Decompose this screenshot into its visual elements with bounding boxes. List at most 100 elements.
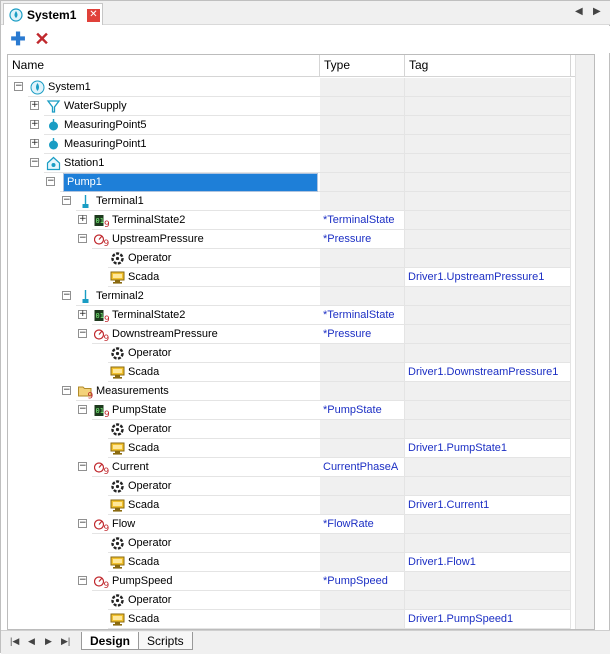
type-cell[interactable]: [320, 496, 405, 515]
expand-icon[interactable]: +: [78, 309, 87, 319]
tree-row[interactable]: +MeasuringPoint1: [8, 135, 571, 154]
type-cell[interactable]: [320, 420, 405, 439]
type-cell[interactable]: [320, 572, 405, 591]
tag-cell[interactable]: [405, 401, 571, 420]
collapse-icon[interactable]: −: [78, 575, 87, 585]
column-header-type[interactable]: Type: [320, 55, 405, 76]
type-cell[interactable]: [320, 268, 405, 287]
type-cell[interactable]: [320, 306, 405, 325]
name-cell[interactable]: [108, 610, 320, 629]
expand-icon[interactable]: +: [78, 214, 87, 224]
tag-cell[interactable]: [405, 78, 571, 97]
type-cell[interactable]: [320, 344, 405, 363]
expand-icon[interactable]: +: [30, 119, 39, 129]
tree-row[interactable]: Operator: [8, 249, 571, 268]
tree-row[interactable]: +019TerminalState2*TerminalState: [8, 211, 571, 230]
type-cell[interactable]: [320, 401, 405, 420]
collapse-icon[interactable]: −: [62, 385, 71, 395]
name-cell[interactable]: [92, 458, 320, 477]
name-cell[interactable]: [92, 515, 320, 534]
name-cell[interactable]: [44, 116, 320, 135]
tree-row[interactable]: −System1: [8, 78, 571, 97]
collapse-icon[interactable]: −: [78, 518, 87, 528]
expand-icon[interactable]: +: [30, 138, 39, 148]
name-cell[interactable]: [108, 496, 320, 515]
collapse-icon[interactable]: −: [14, 81, 23, 91]
tree-row[interactable]: +019TerminalState2*TerminalState: [8, 306, 571, 325]
name-cell[interactable]: [108, 268, 320, 287]
tag-cell[interactable]: [405, 97, 571, 116]
tag-cell[interactable]: [405, 192, 571, 211]
name-cell[interactable]: [44, 154, 320, 173]
name-cell[interactable]: [92, 325, 320, 344]
tree-row[interactable]: Operator: [8, 534, 571, 553]
name-cell[interactable]: [108, 363, 320, 382]
tag-cell[interactable]: [405, 610, 571, 629]
plus-icon[interactable]: ✚: [10, 29, 26, 49]
type-cell[interactable]: [320, 192, 405, 211]
type-cell[interactable]: [320, 534, 405, 553]
type-cell[interactable]: [320, 477, 405, 496]
type-cell[interactable]: [320, 211, 405, 230]
tree-row[interactable]: Operator: [8, 420, 571, 439]
tag-cell[interactable]: [405, 572, 571, 591]
tag-cell[interactable]: [405, 325, 571, 344]
type-cell[interactable]: [320, 135, 405, 154]
type-cell[interactable]: [320, 154, 405, 173]
selected-row-highlight[interactable]: Pump1: [63, 173, 318, 192]
type-cell[interactable]: [320, 553, 405, 572]
scroll-left-icon[interactable]: ◀: [575, 6, 583, 17]
type-cell[interactable]: [320, 97, 405, 116]
name-cell[interactable]: [108, 553, 320, 572]
tab-scripts[interactable]: Scripts: [138, 632, 193, 650]
tag-cell[interactable]: [405, 173, 571, 192]
type-cell[interactable]: [320, 249, 405, 268]
name-cell[interactable]: [92, 306, 320, 325]
name-cell[interactable]: [76, 287, 320, 306]
collapse-icon[interactable]: −: [62, 195, 71, 205]
collapse-icon[interactable]: −: [78, 328, 87, 338]
name-cell[interactable]: [92, 401, 320, 420]
column-header-name[interactable]: Name: [8, 55, 320, 76]
tag-cell[interactable]: [405, 268, 571, 287]
type-cell[interactable]: [320, 325, 405, 344]
name-cell[interactable]: [108, 420, 320, 439]
tag-cell[interactable]: [405, 154, 571, 173]
collapse-icon[interactable]: −: [62, 290, 71, 300]
name-cell[interactable]: [108, 591, 320, 610]
type-cell[interactable]: [320, 515, 405, 534]
tag-cell[interactable]: [405, 363, 571, 382]
tag-cell[interactable]: [405, 230, 571, 249]
type-cell[interactable]: [320, 382, 405, 401]
collapse-icon[interactable]: −: [78, 233, 87, 243]
expand-icon[interactable]: +: [30, 100, 39, 110]
tag-cell[interactable]: [405, 591, 571, 610]
type-cell[interactable]: [320, 458, 405, 477]
name-cell[interactable]: [44, 97, 320, 116]
tag-cell[interactable]: [405, 439, 571, 458]
column-header-tag[interactable]: Tag: [405, 55, 571, 76]
name-cell[interactable]: [92, 230, 320, 249]
collapse-icon[interactable]: −: [78, 461, 87, 471]
name-cell[interactable]: [76, 382, 320, 401]
name-cell[interactable]: [108, 344, 320, 363]
name-cell[interactable]: [108, 477, 320, 496]
tree-row[interactable]: −Terminal2: [8, 287, 571, 306]
name-cell[interactable]: [92, 572, 320, 591]
tree-row[interactable]: −Station1: [8, 154, 571, 173]
tag-cell[interactable]: [405, 515, 571, 534]
tag-cell[interactable]: [405, 496, 571, 515]
name-cell[interactable]: [28, 78, 320, 97]
tab-design[interactable]: Design: [81, 632, 140, 650]
tag-cell[interactable]: [405, 249, 571, 268]
tree-row[interactable]: −019PumpState*PumpState: [8, 401, 571, 420]
name-cell[interactable]: [108, 249, 320, 268]
type-cell[interactable]: [320, 610, 405, 629]
